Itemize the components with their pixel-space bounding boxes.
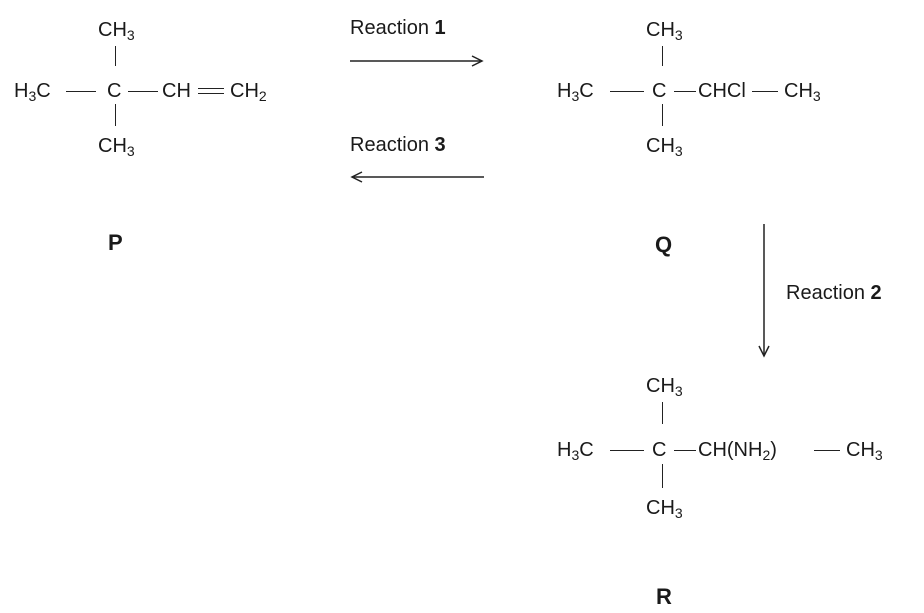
p-ch-group: CH: [162, 80, 191, 102]
q-top-methyl: CH3: [646, 19, 683, 43]
r-left-methyl: H3C: [557, 439, 594, 463]
reaction-1-label: Reaction 1: [350, 17, 446, 39]
p-ch2-group: CH2: [230, 80, 267, 104]
q-right-bond: [674, 91, 696, 92]
r-end-methyl: CH3: [846, 439, 883, 463]
r-top-bond: [662, 402, 663, 424]
q-bottom-methyl: CH3: [646, 135, 683, 159]
q-chcl-group: CHCl: [698, 80, 746, 102]
reaction-2-label: Reaction 2: [786, 282, 882, 304]
p-label: P: [108, 230, 123, 255]
p-bottom-bond: [115, 104, 116, 126]
r-bottom-bond: [662, 464, 663, 488]
p-left-bond: [66, 91, 96, 92]
q-end-methyl: CH3: [784, 80, 821, 104]
r-top-methyl: CH3: [646, 375, 683, 399]
p-double-bond: [198, 88, 224, 94]
p-center-carbon: C: [107, 80, 122, 102]
reaction-3-label: Reaction 3: [350, 134, 446, 156]
q-label: Q: [655, 232, 673, 257]
r-chain-bond: [814, 450, 840, 451]
q-bottom-bond: [662, 104, 663, 126]
r-left-bond: [610, 450, 644, 451]
reaction-2-arrow: [758, 224, 770, 358]
p-top-methyl: CH3: [98, 19, 135, 43]
q-left-methyl: H3C: [557, 80, 594, 104]
r-bottom-methyl: CH3: [646, 497, 683, 521]
p-bottom-methyl: CH3: [98, 135, 135, 159]
r-center-carbon: C: [652, 439, 667, 461]
q-center-carbon: C: [652, 80, 667, 102]
r-label: R: [656, 584, 672, 609]
r-right-bond: [674, 450, 696, 451]
q-left-bond: [610, 91, 644, 92]
p-right-bond: [128, 91, 158, 92]
q-top-bond: [662, 46, 663, 66]
r-amine-group: CH(NH2): [698, 439, 777, 463]
reaction-3-arrow: [350, 171, 484, 183]
p-left-methyl: H3C: [14, 80, 51, 104]
reaction-1-arrow: [350, 55, 484, 67]
q-chain-bond: [752, 91, 778, 92]
p-top-bond: [115, 46, 116, 66]
